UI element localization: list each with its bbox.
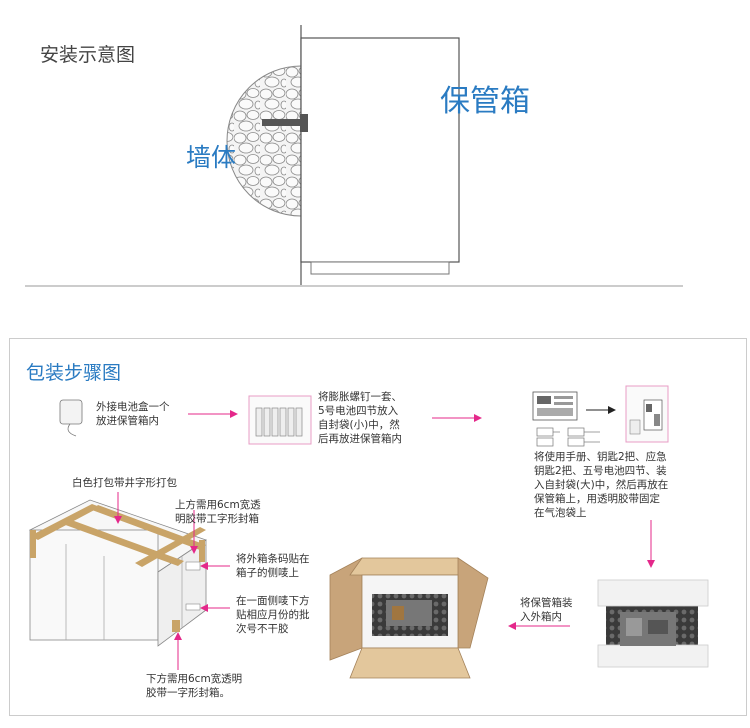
step1-text: 外接电池盒一个 放进保管箱内 (96, 401, 170, 427)
expansion-bolt (262, 119, 302, 126)
step2-text: 将膨胀螺钉一套、 5号电池四节放入 自封袋(小)中，然 后再放进保管箱内 (318, 391, 402, 445)
install-title: 安装示意图 (40, 44, 136, 66)
battery-box-illustration (59, 399, 83, 437)
top-tape-label: 上方需用6cm宽透 明胶带工字形封箱 (175, 499, 261, 525)
strap-label: 白色打包带井字形打包 (72, 477, 177, 489)
safe-label: 保管箱 (440, 84, 530, 119)
safe-box (300, 37, 460, 263)
install-diagram (25, 25, 683, 287)
packing-title: 包装步骤图 (26, 362, 122, 384)
step4-text: 将保管箱装 入外箱内 (520, 597, 573, 623)
large-bag-illustration (625, 385, 669, 443)
wall-label: 墙体 (186, 143, 237, 172)
batch-label: 在一面侧唛下方 贴相应月份的批 次号不干胶 (236, 595, 310, 635)
safe-in-foam-illustration (597, 579, 709, 668)
safe-base (310, 261, 450, 275)
barcode-label: 将外箱条码贴在 箱子的侧唛上 (236, 553, 310, 579)
bottom-tape-label: 下方需用6cm宽透明 胶带一字形封箱。 (146, 673, 243, 699)
manual-keys-illustration (532, 391, 600, 447)
open-carton-illustration (329, 557, 489, 679)
step3-text: 将使用手册、钥匙2把、应急 钥匙2把、五号电池四节、装 入自封袋(大)中，然后再… (534, 451, 669, 519)
packing-panel (9, 338, 747, 716)
small-bag-illustration (248, 395, 312, 445)
